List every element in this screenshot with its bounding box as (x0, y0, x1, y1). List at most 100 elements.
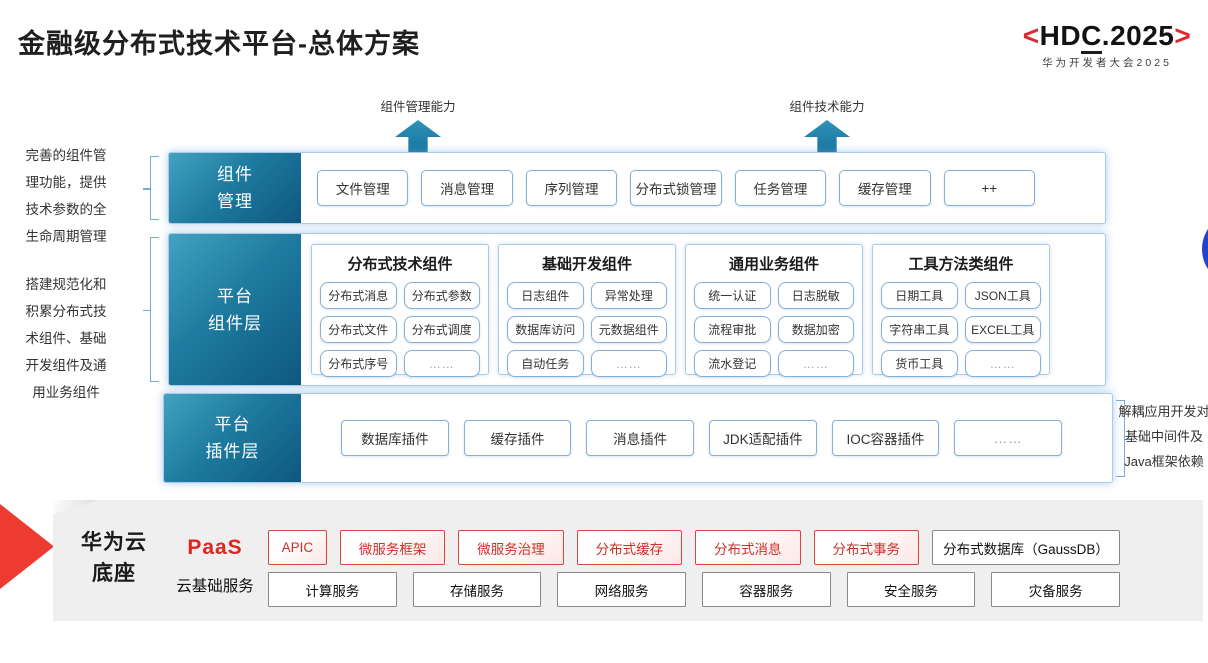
label-line: 组件 (217, 165, 253, 184)
brace-plugins (1116, 400, 1132, 477)
hdc-logo-wordmark: <HDC.2025> (1008, 20, 1206, 54)
component-box: 分布式消息 (320, 282, 397, 309)
label-line: 华为云 (81, 531, 147, 554)
component-box: 元数据组件 (590, 316, 667, 343)
component-box: 数据加密 (777, 316, 854, 343)
component-box: 消息管理 (421, 170, 513, 206)
cloud-service-box: 存储服务 (412, 572, 542, 607)
component-box: JSON工具 (964, 282, 1041, 309)
component-box: 分布式调度 (403, 316, 480, 343)
logo-hd: HD (1039, 20, 1082, 51)
platform-component-groups: 分布式技术组件 分布式消息分布式参数分布式文件分布式调度分布式序号…… 基础开发… (301, 234, 1105, 385)
note-line: 完善的组件管 (25, 148, 107, 163)
capability-arrow-technology-label: 组件技术能力 (789, 100, 865, 114)
plugin-box: …… (954, 420, 1063, 456)
plugin-box: JDK适配插件 (709, 420, 817, 456)
component-box: 流程审批 (694, 316, 771, 343)
note-line: Java框架依赖 (1124, 454, 1204, 469)
group-title: 分布式技术组件 (347, 256, 453, 273)
group-title: 工具方法类组件 (908, 256, 1014, 273)
cloud-service-box: 安全服务 (846, 572, 976, 607)
layer-platform-components: 平台 组件层 分布式技术组件 分布式消息分布式参数分布式文件分布式调度分布式序号… (168, 233, 1106, 386)
paas-service-box: 分布式消息 (695, 530, 801, 565)
logo-c-underlined: C (1081, 20, 1102, 54)
component-box: 统一认证 (694, 282, 771, 309)
note-line: 技术参数的全 (25, 202, 107, 217)
component-box: 日期工具 (881, 282, 958, 309)
label-line: 组件层 (208, 313, 262, 333)
component-box: 自动任务 (507, 350, 584, 377)
component-box: 字符串工具 (881, 316, 958, 343)
layer-component-management: 组件 管理 文件管理消息管理序列管理分布式锁管理任务管理缓存管理++ (168, 152, 1106, 224)
logo-close-bracket: > (1174, 20, 1192, 51)
component-box: 数据库访问 (507, 316, 584, 343)
plugin-box: 数据库插件 (341, 420, 449, 456)
note-line: 开发组件及通 (25, 358, 107, 373)
cloud-service-box: 计算服务 (268, 572, 397, 607)
component-box: 流水登记 (694, 350, 771, 377)
note-line: 生命周期管理 (25, 229, 107, 244)
group-items: 统一认证日志脱敏流程审批数据加密流水登记…… (694, 282, 854, 377)
label-line: 平台 (217, 286, 253, 306)
paas-label: PaaS (187, 536, 243, 559)
component-box: 日志脱敏 (777, 282, 854, 309)
capability-arrow-management: 组件管理能力 (352, 96, 484, 157)
note-line: 理功能，提供 (25, 175, 107, 190)
brace-component-mgmt (143, 156, 159, 220)
component-box: 序列管理 (525, 170, 618, 206)
component-box: 任务管理 (734, 170, 827, 206)
paas-service-box: 分布式缓存 (576, 530, 683, 565)
component-box: 异常处理 (590, 282, 667, 309)
page-title: 金融级分布式技术平台-总体方案 (18, 29, 420, 59)
paas-service-box: 微服务治理 (458, 530, 564, 565)
group-items: 日志组件异常处理数据库访问元数据组件自动任务…… (507, 282, 667, 377)
plugin-box: IOC容器插件 (831, 420, 940, 456)
note-line: 积累分布式技 (25, 304, 107, 319)
hdc-logo: <HDC.2025> 华为开发者大会2025 (1008, 20, 1206, 70)
capability-arrow-technology: 组件技术能力 (761, 96, 893, 157)
plugin-box: 消息插件 (586, 420, 695, 456)
cloud-service-box: 容器服务 (702, 572, 831, 607)
logo-year: .2025 (1101, 20, 1175, 51)
paas-database-box: 分布式数据库（GaussDB） (931, 530, 1121, 565)
note-line: 用业务组件 (32, 385, 100, 400)
label-line: 平台 (214, 415, 251, 434)
component-box: 分布式文件 (320, 316, 397, 343)
hdc-logo-subtitle: 华为开发者大会2025 (1042, 57, 1172, 69)
layer-platform-plugins: 平台 插件层 数据库插件缓存插件消息插件 JDK适配插件 IOC容器插件 …… (163, 393, 1113, 483)
component-box: 文件管理 (317, 170, 409, 206)
component-box: …… (403, 350, 480, 377)
component-box: 分布式序号 (320, 350, 397, 377)
brace-platform-components (143, 237, 159, 382)
component-box: EXCEL工具 (964, 316, 1041, 343)
paas-service-box: 微服务框架 (339, 530, 446, 565)
note-line: 搭建规范化和 (25, 277, 107, 292)
cloud-base-services-label: 云基础服务 (176, 578, 254, 595)
component-box: ++ (943, 170, 1035, 206)
group-basic-dev: 基础开发组件 日志组件异常处理数据库访问元数据组件自动任务…… (498, 244, 676, 377)
logo-open-bracket: < (1022, 20, 1040, 51)
group-title: 基础开发组件 (541, 256, 632, 273)
plugin-box: 缓存插件 (463, 420, 572, 456)
capability-arrow-management-label: 组件管理能力 (380, 100, 456, 114)
component-box: …… (964, 350, 1041, 377)
note-platform-components: 搭建规范化和积累分布式技术组件、基础开发组件及通用业务组件 (12, 271, 120, 406)
layer-label-platform-components: 平台 组件层 (169, 234, 301, 385)
label-line: 底座 (92, 562, 136, 585)
note-line: 解耦应用开发对 (1118, 404, 1208, 419)
note-component-management: 完善的组件管理功能，提供技术参数的全生命周期管理 (12, 142, 120, 250)
label-line: 管理 (217, 192, 253, 211)
cloud-base-services-row: 计算服务存储服务网络服务容器服务安全服务灾备服务 (268, 572, 1121, 607)
group-common-business: 通用业务组件 统一认证日志脱敏流程审批数据加密流水登记…… (685, 244, 863, 377)
cloud-service-box: 灾备服务 (991, 572, 1121, 607)
component-box: 缓存管理 (839, 170, 931, 206)
paas-service-box: 分布式事务 (813, 530, 919, 565)
label-line: 插件层 (205, 442, 260, 461)
layer-label-component-management: 组件 管理 (169, 153, 301, 223)
group-items: 分布式消息分布式参数分布式文件分布式调度分布式序号…… (320, 282, 480, 377)
note-line: 基础中间件及 (1124, 429, 1203, 444)
component-box: 日志组件 (507, 282, 584, 309)
